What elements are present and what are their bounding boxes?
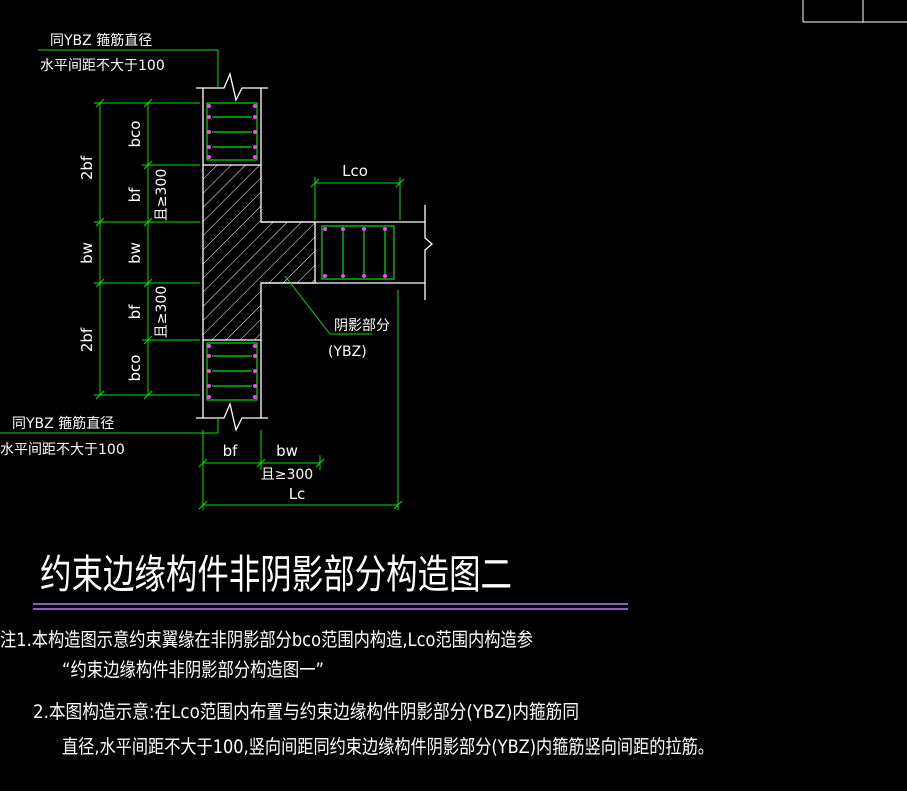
dim-bf-bot: bf xyxy=(126,304,144,320)
dim-2bf-top: 2bf xyxy=(78,155,96,180)
stirrups-bottom xyxy=(206,342,258,401)
dim-bco-top: bco xyxy=(126,121,144,148)
dim-bw-inner: bw xyxy=(126,242,144,264)
dim-bw-outer: bw xyxy=(78,242,96,264)
dim-min-bot: 且≥300 xyxy=(154,286,170,338)
note-line-4: 直径,水平间距不大于100,竖向间距同约束边缘构件阴影部分(YBZ)内箍筋竖向间… xyxy=(62,736,714,758)
notes: 注1.本构造图示意约束翼缘在非阴影部分bco范围内构造,Lco范围内构造参 “约… xyxy=(0,629,714,758)
dim-min-bottom: 且≥300 xyxy=(261,467,313,483)
dim-lco: Lco xyxy=(342,162,368,180)
dim-lc: Lc xyxy=(289,485,306,503)
bottom-leader-line1: 同YBZ 箍筋直径 xyxy=(12,415,114,432)
shaded-leader-line1: 阴影部分 xyxy=(334,318,390,334)
leader-labels: 同YBZ 箍筋直径 水平间距不大于100 同YBZ 箍筋直径 水平间距不大于10… xyxy=(0,32,390,458)
dim-bf-top: bf xyxy=(126,187,144,203)
stirrups-top xyxy=(206,102,258,161)
dim-2bf-bot: 2bf xyxy=(78,327,96,352)
top-leader-line1: 同YBZ 箍筋直径 xyxy=(50,32,152,49)
bottom-leader-line2: 水平间距不大于100 xyxy=(0,442,125,458)
shaded-region-ybz xyxy=(202,164,316,341)
dimension-labels: 2bf bw 2bf bco bf bw bf bco 且≥300 且≥300 … xyxy=(78,121,368,503)
stirrups-web xyxy=(321,225,395,280)
note-line-1: 注1.本构造图示意约束翼缘在非阴影部分bco范围内构造,Lco范围内构造参 xyxy=(0,629,533,651)
dim-bco-bot: bco xyxy=(126,355,144,382)
viewport-frame xyxy=(802,0,907,23)
dimension-lines xyxy=(0,49,405,510)
note-line-2: “约束边缘构件非阴影部分构造图一” xyxy=(62,659,324,681)
dim-bf-bottom: bf xyxy=(223,442,239,460)
note-line-3: 2.本图构造示意:在Lco范围内布置与约束边缘构件阴影部分(YBZ)内箍筋同 xyxy=(33,701,579,723)
shaded-leader-line2: (YBZ) xyxy=(328,344,367,360)
top-leader-line2: 水平间距不大于100 xyxy=(40,58,165,74)
dim-bw-bottom: bw xyxy=(276,442,298,460)
dim-min-top: 且≥300 xyxy=(154,169,170,221)
drawing-title: 约束边缘构件非阴影部分构造图二 xyxy=(40,552,512,598)
